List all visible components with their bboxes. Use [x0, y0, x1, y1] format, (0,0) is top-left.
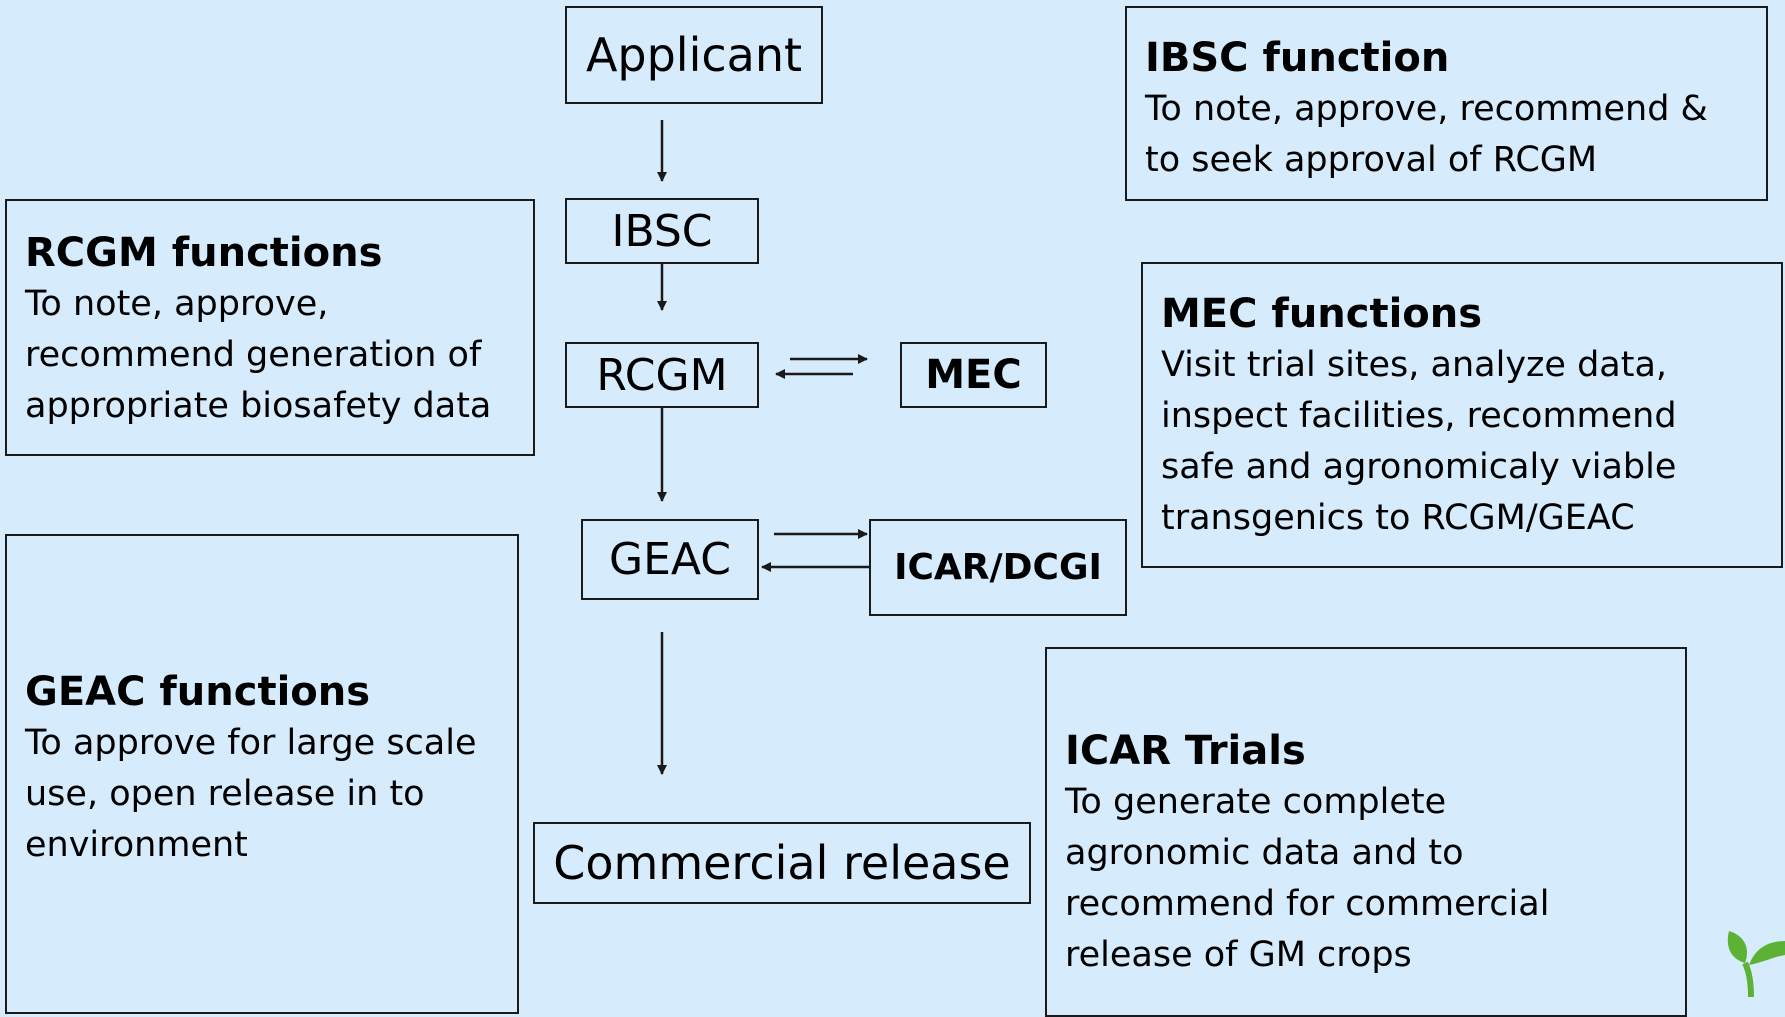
rcgm-node: RCGM	[565, 342, 759, 408]
commercial-release-node: Commercial release	[533, 822, 1031, 904]
mec-functions-text: Visit trial sites, analyze data, inspect…	[1161, 345, 1677, 538]
ibsc-function-box: IBSC function To note, approve, recommen…	[1125, 6, 1768, 201]
geac-functions-text: To approve for large scale use, open rel…	[25, 723, 477, 865]
ibsc-function-title: IBSC function	[1145, 35, 1450, 81]
geac-functions-box: GEAC functions To approve for large scal…	[5, 534, 519, 1014]
leaf-icon	[1727, 931, 1785, 997]
ibsc-function-text: To note, approve, recommend & to seek ap…	[1145, 89, 1708, 180]
mec-functions-title: MEC functions	[1161, 291, 1483, 337]
mec-node: MEC	[900, 342, 1047, 408]
icar-trials-box: ICAR Trials To generate complete agronom…	[1045, 647, 1687, 1017]
rcgm-functions-box: RCGM functions To note, approve, recomme…	[5, 199, 535, 456]
mec-functions-box: MEC functions Visit trial sites, analyze…	[1141, 262, 1783, 568]
rcgm-functions-title: RCGM functions	[25, 230, 383, 276]
rcgm-functions-text: To note, approve, recommend generation o…	[25, 284, 492, 426]
applicant-node: Applicant	[565, 6, 823, 104]
icar-dcgi-node: ICAR/DCGI	[869, 519, 1127, 616]
icar-trials-text: To generate complete agronomic data and …	[1065, 782, 1550, 975]
geac-functions-title: GEAC functions	[25, 669, 371, 715]
geac-node: GEAC	[581, 519, 759, 600]
icar-trials-title: ICAR Trials	[1065, 728, 1306, 774]
ibsc-node: IBSC	[565, 198, 759, 264]
